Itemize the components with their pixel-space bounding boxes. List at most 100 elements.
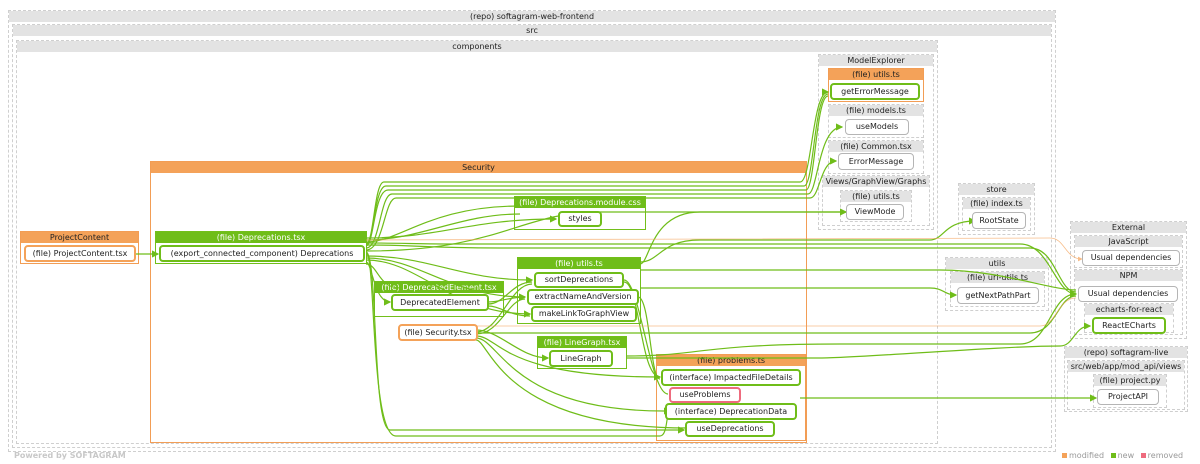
deprecation-data-node[interactable]: (interface) DeprecationData bbox=[665, 403, 797, 420]
store-index-file: (file) index.ts bbox=[962, 197, 1031, 231]
deprecated-element-label: DeprecatedElement bbox=[400, 298, 480, 307]
project-content-file-label: (file) ProjectContent.tsx bbox=[32, 249, 128, 258]
legend-new-label: new bbox=[1117, 451, 1135, 460]
line-graph-label: LineGraph bbox=[560, 354, 602, 363]
use-deprecations-label: useDeprecations bbox=[696, 424, 764, 433]
react-echarts-label: ReactECharts bbox=[1102, 321, 1156, 330]
use-problems-node[interactable]: useProblems bbox=[669, 387, 741, 403]
utils-header: utils bbox=[946, 258, 1048, 269]
react-echarts-node[interactable]: ReactECharts bbox=[1092, 317, 1166, 334]
root-state-node[interactable]: RootState bbox=[972, 212, 1026, 229]
deprecations-css-header: (file) Deprecations.module.css bbox=[515, 197, 645, 208]
error-message-label: ErrorMessage bbox=[848, 157, 904, 166]
edge-security-npm bbox=[476, 295, 1077, 334]
extract-name-node[interactable]: extractNameAndVersion bbox=[527, 289, 639, 305]
styles-label: styles bbox=[568, 214, 592, 223]
repo-header: (repo) softagram-web-frontend bbox=[9, 11, 1055, 22]
src-group: src bbox=[12, 24, 1052, 448]
edge-security-deprecationdata bbox=[475, 337, 665, 412]
me-utils-file: (file) utils.ts bbox=[828, 68, 924, 102]
edge-de-sort bbox=[487, 281, 533, 305]
impacted-label: (interface) ImpactedFileDetails bbox=[669, 373, 793, 382]
me-models-header: (file) models.ts bbox=[829, 105, 923, 116]
javascript-header: JavaScript bbox=[1075, 236, 1182, 247]
edge-dep-makelink bbox=[365, 259, 532, 318]
make-link-node[interactable]: makeLinkToGraphView bbox=[531, 306, 637, 322]
project-api-label: ProjectAPI bbox=[1107, 392, 1149, 401]
edge-sec-utils-viewmode bbox=[639, 211, 846, 265]
legend-removed-swatch bbox=[1140, 453, 1146, 458]
legend-removed-label: removed bbox=[1147, 451, 1184, 460]
legend: modified new removed bbox=[1058, 451, 1183, 460]
me-common-file: (file) Common.tsx bbox=[828, 140, 924, 174]
use-models-node[interactable]: useModels bbox=[845, 119, 909, 135]
project-py-header: (file) project.py bbox=[1094, 375, 1166, 386]
edge-sort-impacted bbox=[623, 281, 661, 378]
make-link-label: makeLinkToGraphView bbox=[538, 309, 630, 318]
impacted-node[interactable]: (interface) ImpactedFileDetails bbox=[661, 369, 801, 386]
sort-deprecations-label: sortDeprecations bbox=[544, 275, 614, 284]
get-next-path-part-node[interactable]: getNextPathPart bbox=[957, 287, 1039, 304]
edge-dep-extract bbox=[365, 257, 527, 301]
view-mode-node[interactable]: ViewMode bbox=[846, 204, 904, 220]
error-message-node[interactable]: ErrorMessage bbox=[838, 153, 914, 170]
edge-extract-impacted bbox=[637, 296, 661, 380]
javascript-group: JavaScript bbox=[1074, 235, 1183, 268]
me-common-header: (file) Common.tsx bbox=[829, 141, 923, 152]
npm-group: NPM bbox=[1074, 269, 1183, 335]
edge-de-extract bbox=[487, 296, 526, 303]
views-graphs-group: Views/GraphView/Graphs bbox=[822, 175, 930, 226]
get-error-message-node[interactable]: getErrorMessage bbox=[830, 83, 920, 100]
project-api-node[interactable]: ProjectAPI bbox=[1097, 389, 1159, 405]
powered-by-text: Powered by SOFTAGRAM bbox=[14, 451, 126, 460]
me-utils-header: (file) utils.ts bbox=[829, 69, 923, 80]
security-file-node[interactable]: (file) Security.tsx bbox=[398, 324, 478, 341]
deprecation-data-label: (interface) DeprecationData bbox=[674, 407, 788, 416]
edge-linegraph-reactecharts bbox=[626, 322, 1092, 359]
line-graph-file: (file) LineGraph.tsx bbox=[537, 336, 627, 369]
edge-sec-utils-getnextpath bbox=[640, 287, 958, 299]
model-explorer-header: ModelExplorer bbox=[819, 55, 933, 66]
usual-js-label: Usual dependencies bbox=[1090, 253, 1172, 262]
edge-security-usedeprecations bbox=[475, 339, 689, 429]
external-header: External bbox=[1071, 222, 1186, 233]
sort-deprecations-node[interactable]: sortDeprecations bbox=[534, 272, 624, 288]
deprecations-export-label: (export_connected_component) Deprecation… bbox=[170, 249, 354, 258]
store-group: store bbox=[958, 183, 1035, 235]
me-models-file: (file) models.ts bbox=[828, 104, 924, 138]
edge-dep-usedeprecations bbox=[365, 251, 686, 434]
sec-utils-header: (file) utils.ts bbox=[518, 258, 640, 269]
edge-dep-deprecatedelement bbox=[365, 261, 392, 306]
edge-modified-js bbox=[365, 237, 1083, 262]
deprecated-element-node[interactable]: DeprecatedElement bbox=[391, 294, 489, 311]
security-header: Security bbox=[151, 162, 806, 173]
styles-node[interactable]: styles bbox=[558, 211, 602, 227]
view-mode-label: ViewMode bbox=[854, 207, 896, 216]
line-graph-node[interactable]: LineGraph bbox=[549, 350, 613, 367]
views-graphs-header: Views/GraphView/Graphs bbox=[823, 176, 929, 187]
project-content-file-node[interactable]: (file) ProjectContent.tsx bbox=[24, 245, 136, 262]
url-utils-header: (file) url-utils.ts bbox=[951, 272, 1044, 283]
edge-dep-geterror-3 bbox=[365, 95, 829, 247]
deprecations-export-node[interactable]: (export_connected_component) Deprecation… bbox=[159, 245, 365, 262]
edge-dep-npm-2 bbox=[365, 244, 1077, 293]
utils-group: utils bbox=[945, 257, 1049, 311]
line-graph-header: (file) LineGraph.tsx bbox=[538, 337, 626, 348]
external-group: External bbox=[1070, 221, 1187, 339]
deprecations-tsx-header: (file) Deprecations.tsx bbox=[156, 232, 366, 243]
edge-dep-usemodels bbox=[365, 123, 844, 249]
extract-name-label: extractNameAndVersion bbox=[534, 292, 632, 301]
usual-js-node[interactable]: Usual dependencies bbox=[1082, 250, 1180, 266]
usual-npm-node[interactable]: Usual dependencies bbox=[1078, 286, 1178, 302]
use-deprecations-node[interactable]: useDeprecations bbox=[685, 421, 775, 437]
live-group: (repo) softagram-live bbox=[1064, 346, 1188, 412]
edge-dep-styles-2 bbox=[365, 213, 521, 241]
vg-utils-file: (file) utils.ts bbox=[840, 190, 912, 222]
legend-modified-label: modified bbox=[1069, 451, 1105, 460]
edge-dep-deprecationdata bbox=[365, 252, 672, 437]
components-group: components bbox=[16, 40, 938, 444]
legend-modified-swatch bbox=[1062, 453, 1067, 458]
store-header: store bbox=[959, 184, 1034, 195]
security-file-label: (file) Security.tsx bbox=[404, 328, 472, 337]
